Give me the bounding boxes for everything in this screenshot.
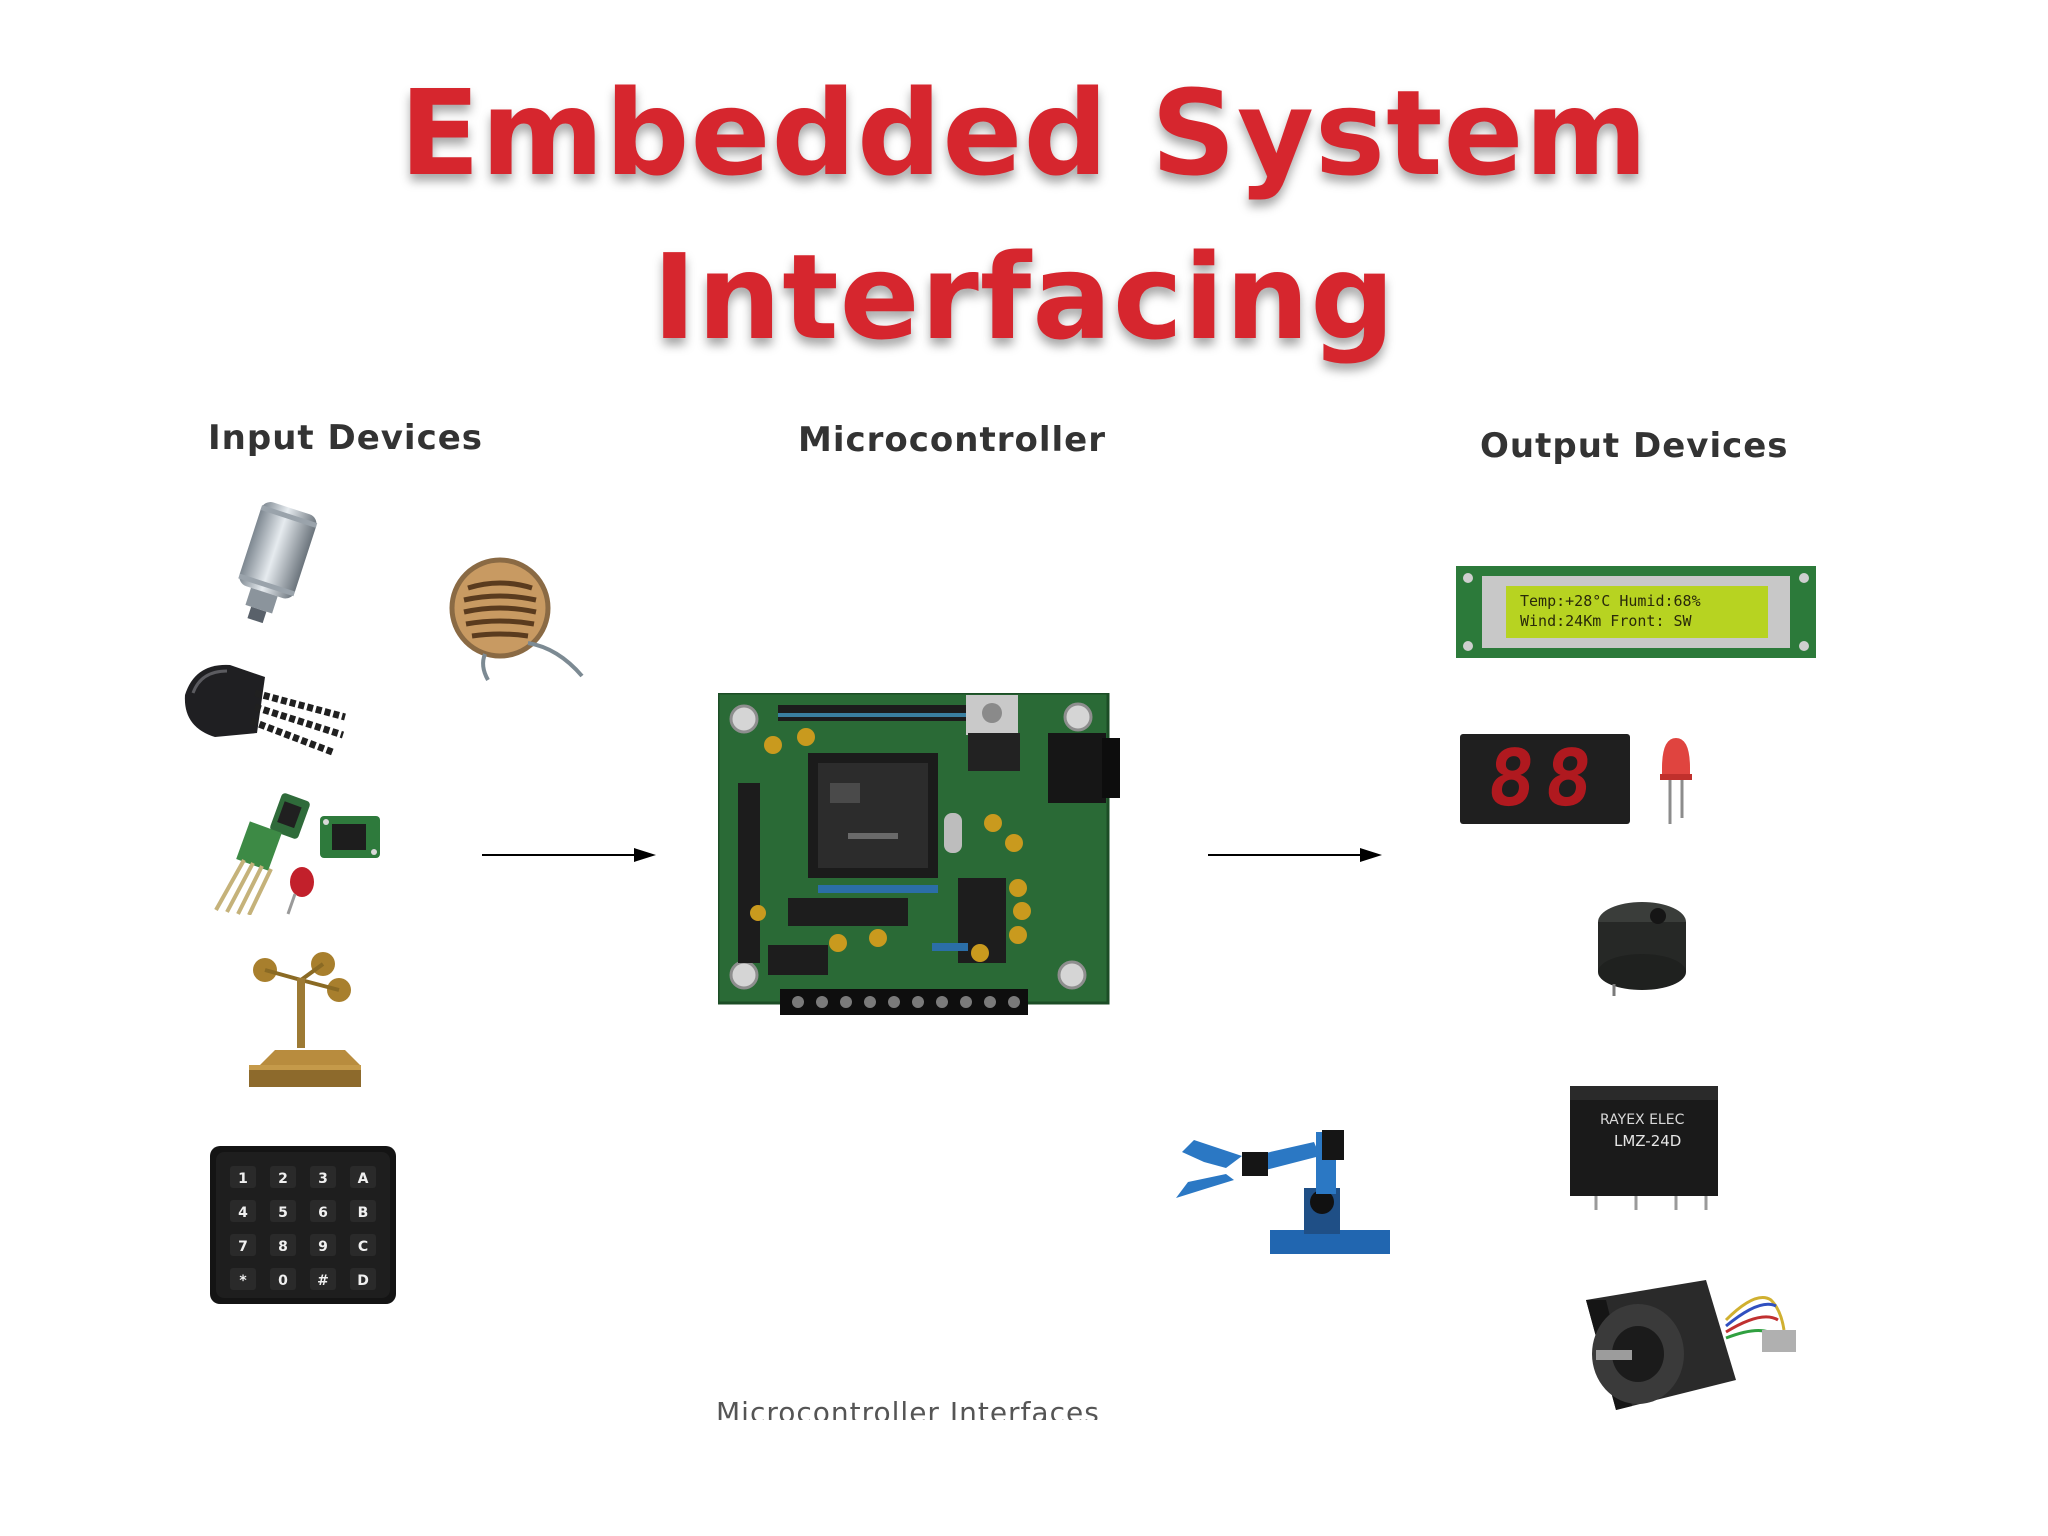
keypad-key — [350, 1268, 376, 1290]
keypad-key-label: 9 — [318, 1239, 328, 1255]
keypad-key-label: 1 — [238, 1171, 248, 1187]
stepper-motor-icon — [1566, 1270, 1808, 1420]
keypad-key-label: 8 — [278, 1239, 288, 1255]
lcd-line2: Wind:24Km Front: SW — [1520, 612, 1692, 630]
keypad-key-label: C — [358, 1239, 368, 1255]
keypad-key — [310, 1268, 336, 1290]
keypad-key-label: 3 — [318, 1171, 328, 1187]
keypad-key-label: 0 — [278, 1273, 288, 1289]
robotic-arm-icon — [1164, 1118, 1426, 1268]
output-devices-heading: Output Devices — [1480, 426, 1789, 466]
keypad-key — [230, 1200, 256, 1222]
keypad-key — [230, 1268, 256, 1290]
keypad-key — [270, 1166, 296, 1188]
diagram-caption: Microcontroller Interfaces — [716, 1396, 1100, 1420]
keypad-key — [310, 1166, 336, 1188]
keypad-key-label: A — [358, 1171, 369, 1187]
lcd-line1: Temp:+28°C Humid:68% — [1520, 592, 1701, 610]
microcontroller-board-icon — [718, 693, 1170, 1016]
light-dependent-resistor-icon — [430, 548, 595, 683]
micro-to-output-arrow — [1206, 840, 1386, 870]
keypad-key — [350, 1234, 376, 1256]
keypad-key — [230, 1166, 256, 1188]
keypad-key — [270, 1234, 296, 1256]
keypad-key-label: 2 — [278, 1171, 288, 1187]
slide-title-line2: Interfacing — [652, 228, 1396, 366]
microcontroller-heading: Microcontroller — [798, 420, 1107, 460]
anemometer-icon — [235, 950, 370, 1095]
seven-segment-display-icon: 88 — [1460, 734, 1630, 824]
keypad-key-label: B — [358, 1205, 369, 1221]
relay-icon — [1566, 1082, 1722, 1212]
relay-model: LMZ-24D — [1614, 1132, 1682, 1150]
keypad-key — [230, 1234, 256, 1256]
keypad-key-label: 5 — [278, 1205, 288, 1221]
keypad-key — [310, 1200, 336, 1222]
keypad-key — [350, 1200, 376, 1222]
relay-brand: RAYEX ELEC — [1600, 1112, 1685, 1128]
keypad-key-label: * — [239, 1273, 247, 1289]
slide-title-line1: Embedded System — [399, 64, 1649, 202]
input-to-micro-arrow — [480, 840, 660, 870]
keypad-key-label: 7 — [238, 1239, 248, 1255]
input-devices-heading: Input Devices — [208, 418, 484, 458]
buzzer-icon — [1578, 888, 1708, 998]
temperature-sensor-transistor-icon — [175, 655, 355, 765]
keypad-key — [270, 1200, 296, 1222]
pressure-sensor-icon — [205, 495, 340, 630]
keypad-key-label: # — [317, 1273, 329, 1289]
lcd-display-icon — [1456, 566, 1816, 658]
keypad-key-label: 6 — [318, 1205, 328, 1221]
keypad-key-label: D — [357, 1273, 369, 1289]
keypad-key — [270, 1268, 296, 1290]
led-icon — [1656, 732, 1696, 827]
humidity-sensor-icon — [190, 790, 390, 915]
seven-segment-digits: 88 — [1483, 734, 1607, 824]
keypad-key — [310, 1234, 336, 1256]
keypad-key-label: 4 — [238, 1205, 248, 1221]
keypad-key — [350, 1166, 376, 1188]
keypad-icon: 1 2 3 A 4 5 6 B 7 8 9 C * 0 # D — [208, 1144, 398, 1306]
